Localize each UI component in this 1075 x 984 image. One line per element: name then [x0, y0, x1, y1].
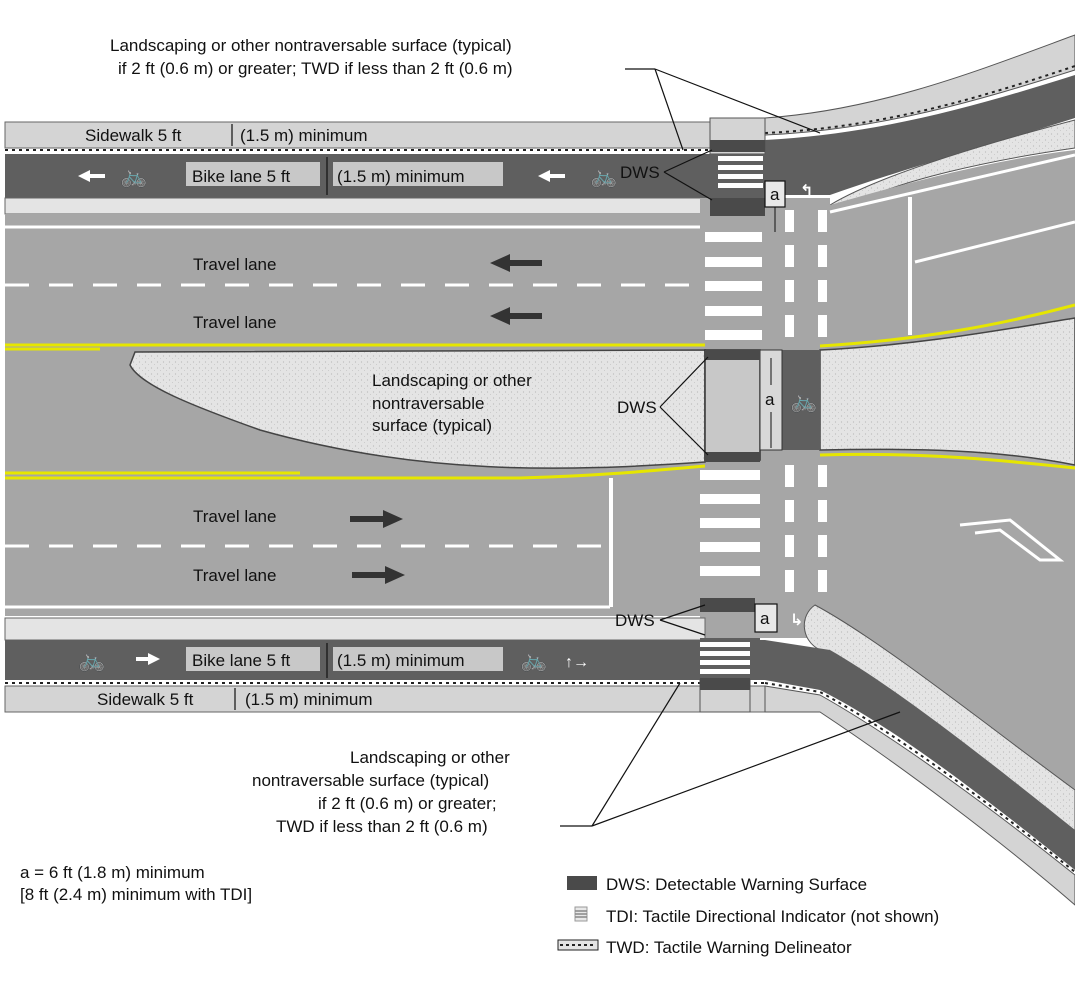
sidewalk-top-min: (1.5 m) minimum [240, 126, 368, 145]
legend-tdi: TDI: Tactile Directional Indicator (not … [606, 907, 939, 926]
median-label-3: surface (typical) [372, 416, 492, 435]
twd-curve-top-right [764, 65, 1075, 134]
dws-mid-2 [705, 452, 760, 462]
bike-min-bg-bot [333, 647, 503, 671]
note-bot-leader-3 [591, 711, 901, 827]
crossing-bike-top-bars [718, 156, 763, 188]
yellow-line-5 [5, 464, 706, 480]
legend-tdi-swatch [574, 906, 588, 922]
note-top-2: if 2 ft (0.6 m) or greater; TWD if less … [118, 59, 513, 78]
dws-bot-1 [700, 598, 755, 612]
dws-leader-bot-1 [659, 604, 706, 621]
sidewalk-curve-top-right [764, 34, 1075, 136]
dws-label-mid: DWS [617, 398, 657, 417]
median-label-2: nontraversable [372, 394, 484, 413]
crosswalk-top [705, 232, 762, 340]
turn-arrow-icon: ↰ [800, 183, 813, 200]
a-label-bot: a [760, 609, 770, 628]
sidewalk-bot [4, 685, 766, 713]
a-box-bot [754, 603, 778, 633]
edge-line-right-top [829, 153, 1075, 214]
dws-label-top: DWS [620, 163, 660, 182]
note-top-leader-2 [654, 68, 684, 151]
bicycle-icon: 🚲 [520, 647, 547, 672]
note-bot-1: Landscaping or other [350, 748, 510, 767]
median-right [819, 317, 1075, 466]
note-top-1: Landscaping or other nontraversable surf… [110, 36, 512, 55]
bike-curve-bot-right [765, 640, 1075, 870]
turn-arrow-icon: ↳ [790, 612, 803, 629]
refuge-bike [782, 350, 820, 450]
refuge-gap [759, 349, 783, 451]
dws-leader-bot-2 [659, 619, 706, 636]
dws-leader-top-1 [663, 149, 713, 173]
dws-leader-top-2 [663, 171, 713, 201]
bicycle-icon: 🚲 [78, 647, 105, 672]
note-bot-2: nontraversable surface (typical) [252, 771, 489, 790]
travel-lane-4: Travel lane [193, 566, 276, 585]
bicycle-icon: 🚲 [120, 163, 147, 188]
sidewalk-bot-label: Sidewalk 5 ft [97, 690, 194, 709]
bicycle-icon: 🚲 [590, 163, 617, 188]
dws-top-1 [710, 140, 765, 152]
note-bot-4: TWD if less than 2 ft (0.6 m) [276, 817, 488, 836]
legend-dws: DWS: Detectable Warning Surface [606, 875, 867, 894]
bike-top-min: (1.5 m) minimum [337, 167, 465, 186]
dws-top-2 [710, 198, 765, 216]
legend-twd-swatch [557, 939, 599, 951]
travel-lane-2: Travel lane [193, 313, 276, 332]
dws-leader-mid-2 [659, 406, 709, 456]
bike-crossing-dashes [785, 210, 827, 592]
legend-dws-swatch [567, 876, 597, 890]
bike-top-label: Bike lane 5 ft [192, 167, 291, 186]
bike-label-bg-bot [186, 647, 320, 671]
bike-bot-label: Bike lane 5 ft [192, 651, 291, 670]
bicycle-icon: 🚲 [790, 388, 817, 413]
a-label-mid: a [765, 390, 775, 409]
yellow-line-6 [819, 452, 1075, 470]
arrow-left-icon [490, 254, 542, 325]
crosswalk-bot [700, 470, 760, 576]
bike-label-bg-top [186, 162, 320, 186]
lane-line-right-top [914, 220, 1075, 264]
median-left [129, 349, 706, 469]
arrow-right-icon [136, 653, 160, 665]
a-definition-2: [8 ft (2.4 m) minimum with TDI] [20, 885, 252, 904]
yellow-line-3 [819, 303, 1075, 348]
note-bot-leader-2 [591, 682, 681, 827]
legend-twd: TWD: Tactile Warning Delineator [606, 938, 852, 957]
bike-bot-min: (1.5 m) minimum [337, 651, 465, 670]
a-definition-1: a = 6 ft (1.8 m) minimum [20, 863, 205, 882]
arrow-left-icon [78, 170, 565, 182]
buffer-top [4, 197, 711, 215]
bike-curve-top-right [765, 75, 1075, 195]
arrow-right-icon [350, 510, 405, 584]
note-bot-3: if 2 ft (0.6 m) or greater; [318, 794, 497, 813]
sidewalk-top [4, 121, 766, 149]
dws-label-bot: DWS [615, 611, 655, 630]
turn-arrow-icon: ↑→ [565, 654, 589, 671]
dws-bot-2 [700, 678, 750, 690]
landscape-top-right [828, 119, 1075, 206]
median-label-1: Landscaping or other [372, 371, 532, 390]
sidewalk-top-label: Sidewalk 5 ft [85, 126, 182, 145]
a-label-top: a [770, 185, 780, 204]
dws-leader-mid-1 [659, 356, 709, 408]
travel-lane-1: Travel lane [193, 255, 276, 274]
bike-min-bg-top [333, 162, 503, 186]
sidewalk-curve-bot-right [764, 685, 1075, 906]
crossing-bike-bot-bars [700, 642, 750, 674]
travel-lane-3: Travel lane [193, 507, 276, 526]
dws-mid-1 [705, 350, 760, 360]
buffer-bot [4, 617, 706, 641]
note-top-leader-3 [654, 68, 821, 134]
refuge-pedestrian [704, 349, 761, 461]
twd-curve-bot-right [764, 682, 1075, 873]
chevron-right [959, 518, 1065, 562]
sidewalk-bot-min: (1.5 m) minimum [245, 690, 373, 709]
